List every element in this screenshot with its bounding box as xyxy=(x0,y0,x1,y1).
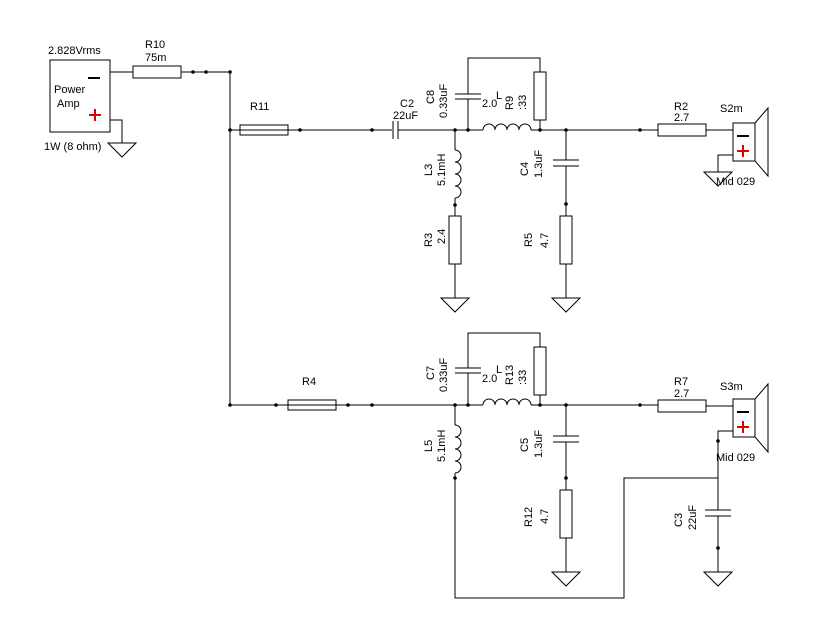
r7-ref: R7 xyxy=(674,376,688,388)
source-plus-icon xyxy=(89,109,101,121)
l3-value: 5.1mH xyxy=(436,154,448,186)
r12-ref: R12 xyxy=(523,507,535,527)
wire xyxy=(467,332,541,368)
inductor-l-lower[interactable]: L 2.0 xyxy=(482,364,532,406)
source-power-label: 1W (8 ohm) xyxy=(44,141,101,153)
r5-value: 4.7 xyxy=(539,233,551,248)
r3-value: 2.4 xyxy=(436,229,448,244)
c2-value: 22uF xyxy=(393,110,418,122)
c5-value: 1.3uF xyxy=(533,430,545,458)
s2m-ref: S2m xyxy=(720,103,743,115)
ground-icon xyxy=(550,297,582,313)
l-upper-ref: L xyxy=(496,90,502,102)
r7-value: 2.7 xyxy=(674,388,689,400)
s3m-plus-icon xyxy=(737,421,749,433)
wire xyxy=(454,473,718,599)
r9-value: :33 xyxy=(517,95,529,110)
speaker-s2m[interactable]: S2m Mid 029 xyxy=(716,103,769,188)
inductor-l5[interactable]: L5 5.1mH xyxy=(423,424,462,474)
c7-value: 0.33uF xyxy=(438,357,450,392)
ground-icon xyxy=(702,571,734,587)
resistor-r2[interactable]: R2 2.7 xyxy=(657,101,707,137)
inductor-l-upper[interactable]: L 2.0 xyxy=(482,90,532,131)
wire xyxy=(467,57,541,94)
ground-icon xyxy=(702,171,734,187)
resistor-r4[interactable]: R4 xyxy=(287,376,337,411)
c4-ref: C4 xyxy=(519,162,531,176)
wire xyxy=(717,154,733,172)
resistor-r11[interactable]: R11 xyxy=(239,101,289,136)
resistor-r5[interactable]: R5 4.7 xyxy=(523,215,573,265)
r12-value: 4.7 xyxy=(539,509,551,524)
r2-ref: R2 xyxy=(674,101,688,113)
capacitor-c2[interactable]: C2 22uF xyxy=(392,98,418,139)
c3-ref: C3 xyxy=(673,513,685,527)
capacitor-c7[interactable]: C7 0.33uF xyxy=(425,357,481,392)
ground-icon xyxy=(439,297,471,313)
resistor-r7[interactable]: R7 2.7 xyxy=(657,376,707,413)
c5-ref: C5 xyxy=(519,438,531,452)
capacitor-c3[interactable]: C3 22uF xyxy=(673,505,731,530)
wire xyxy=(181,71,231,405)
c3-value: 22uF xyxy=(687,505,699,530)
l-upper-value: 2.0 xyxy=(482,98,497,110)
resistor-r3[interactable]: R3 2.4 xyxy=(423,215,462,265)
capacitor-c8[interactable]: C8 0.33uF xyxy=(425,83,481,118)
resistor-r13[interactable]: R13 :33 xyxy=(504,346,547,396)
resistor-r12[interactable]: R12 4.7 xyxy=(523,489,573,539)
source-name-line1: Power xyxy=(54,84,86,96)
c8-ref: C8 xyxy=(425,90,437,104)
wire xyxy=(717,430,733,478)
c8-value: 0.33uF xyxy=(438,83,450,118)
s2m-plus-icon xyxy=(737,145,749,157)
r13-ref: R13 xyxy=(504,365,516,385)
s3m-model: Mid 029 xyxy=(716,452,755,464)
l5-ref: L5 xyxy=(423,440,435,452)
source-name-line2: Amp xyxy=(57,98,80,110)
r2-value: 2.7 xyxy=(674,112,689,124)
l-lower-value: 2.0 xyxy=(482,373,497,385)
r13-value: :33 xyxy=(517,370,529,385)
s3m-ref: S3m xyxy=(720,381,743,393)
l-lower-ref: L xyxy=(496,364,502,376)
c4-value: 1.3uF xyxy=(533,150,545,178)
ground-icon xyxy=(550,571,582,587)
c2-ref: C2 xyxy=(400,98,414,110)
resistor-r10[interactable]: R10 75m xyxy=(132,39,182,79)
r9-ref: R9 xyxy=(504,96,516,110)
inductor-l3[interactable]: L3 5.1mH xyxy=(423,149,462,199)
r10-value: 75m xyxy=(145,52,166,64)
r5-ref: R5 xyxy=(523,233,535,247)
l5-value: 5.1mH xyxy=(436,430,448,462)
capacitor-c5[interactable]: C5 1.3uF xyxy=(519,430,579,458)
r10-ref: R10 xyxy=(145,39,165,51)
source-voltage-label: 2.828Vrms xyxy=(48,45,101,57)
r3-ref: R3 xyxy=(423,233,435,247)
power-amp-source[interactable]: 2.828Vrms Power Amp 1W (8 ohm) xyxy=(44,45,111,153)
resistor-r9[interactable]: R9 :33 xyxy=(504,71,547,121)
capacitor-c4[interactable]: C4 1.3uF xyxy=(519,150,579,178)
r4-ref: R4 xyxy=(302,376,316,388)
c7-ref: C7 xyxy=(425,366,437,380)
r11-ref: R11 xyxy=(250,101,269,113)
wire xyxy=(110,119,123,143)
ground-icon xyxy=(106,142,138,158)
speaker-s3m[interactable]: S3m Mid 029 xyxy=(716,381,769,464)
s2m-model: Mid 029 xyxy=(716,176,755,188)
l3-ref: L3 xyxy=(423,164,435,176)
